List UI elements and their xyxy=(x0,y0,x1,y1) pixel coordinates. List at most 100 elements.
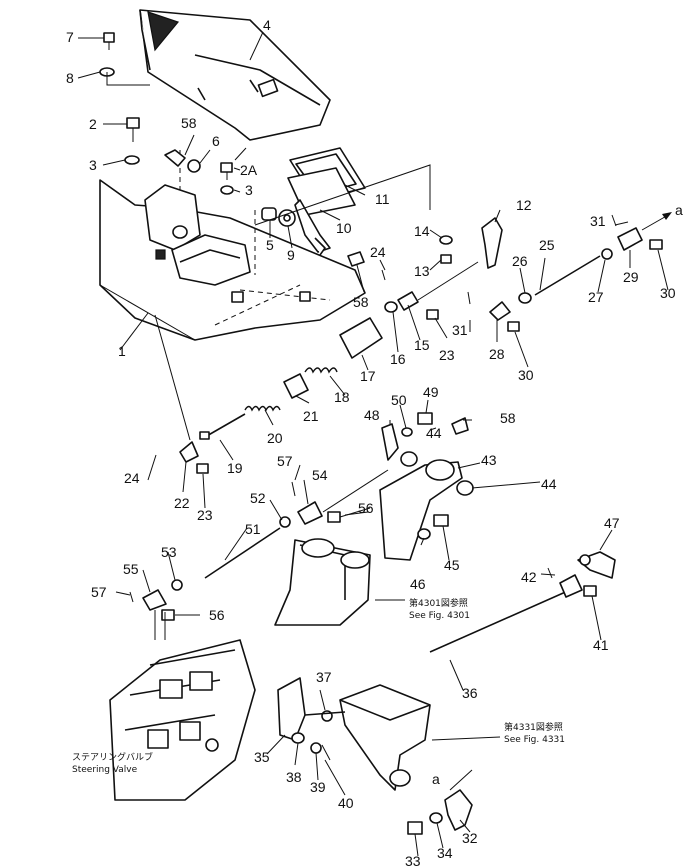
pin-30 xyxy=(507,321,520,332)
callout-13: 13 xyxy=(414,263,430,279)
lever-35 xyxy=(277,677,306,741)
washer-3 xyxy=(124,155,140,165)
spring-rod-assembly xyxy=(179,317,383,474)
bracket-plate xyxy=(99,150,366,341)
callout-49: 49 xyxy=(423,384,439,400)
pedal-assembly xyxy=(278,147,366,256)
note-fig4301-en: See Fig. 4301 xyxy=(409,611,470,621)
note-fig4301-jp: 第4301図参照 xyxy=(409,597,468,609)
bolt-49 xyxy=(417,412,433,425)
callout-6: 6 xyxy=(212,133,220,149)
callout-29: 29 xyxy=(623,269,639,285)
callout-labels: 1 2 2A 3 3 4 5 6 7 8 9 10 11 12 13 14 15… xyxy=(66,17,683,867)
callout-2: 2 xyxy=(89,116,97,132)
lever-12 xyxy=(481,217,503,269)
callout-26: 26 xyxy=(512,253,528,269)
callout-15: 15 xyxy=(414,337,430,353)
callout-10: 10 xyxy=(336,220,352,236)
callout-30-right: 30 xyxy=(660,285,676,301)
yoke-15 xyxy=(397,291,419,311)
bushing-44 xyxy=(400,451,418,467)
bolt-33 xyxy=(407,821,423,835)
rod-link xyxy=(417,261,479,301)
note-steering-en: Steering Valve xyxy=(72,765,138,775)
cotter-40 xyxy=(321,744,331,761)
washer-3b xyxy=(220,185,234,195)
pin-lever xyxy=(304,711,346,716)
reference-bracket-4301 xyxy=(274,538,371,626)
arrow-a-lower-line xyxy=(449,769,473,791)
pin-56b xyxy=(161,609,175,621)
callout-24-upper: 24 xyxy=(370,244,386,260)
fitting-58 xyxy=(164,149,186,167)
callout-8: 8 xyxy=(66,70,74,86)
callout-25: 25 xyxy=(539,237,555,253)
note-fig4331-en: See Fig. 4331 xyxy=(504,735,565,745)
callout-45: 45 xyxy=(444,557,460,573)
callout-19: 19 xyxy=(227,460,243,476)
callout-52: 52 xyxy=(250,490,266,506)
nut-6 xyxy=(187,159,201,173)
callout-31-right: 31 xyxy=(590,213,606,229)
callout-21: 21 xyxy=(303,408,319,424)
nut-53 xyxy=(171,579,183,591)
steering-valve xyxy=(109,639,256,801)
callout-41: 41 xyxy=(593,637,609,653)
callout-57-lower: 57 xyxy=(91,584,107,600)
callout-3-right: 3 xyxy=(245,182,253,198)
cotter-42 xyxy=(547,567,553,579)
yoke-55 xyxy=(142,589,167,611)
callout-a-upper: a xyxy=(675,202,683,218)
note-fig4331-jp: 第4331図参照 xyxy=(504,721,563,733)
washer-14 xyxy=(439,235,453,245)
nut-26 xyxy=(518,292,532,304)
lead-8 xyxy=(106,72,150,86)
callout-22: 22 xyxy=(174,495,190,511)
bolt-13 xyxy=(440,254,452,264)
rod-25 xyxy=(534,255,601,296)
cover-part xyxy=(139,9,331,141)
bolt-2a xyxy=(220,162,233,180)
bolt-2 xyxy=(126,117,140,142)
callout-23-upper: 23 xyxy=(439,347,455,363)
reference-notes: 第4301図参照 See Fig. 4301 第4331図参照 See Fig.… xyxy=(72,597,565,775)
cotter-57 xyxy=(291,481,296,497)
callout-58-right: 58 xyxy=(500,410,516,426)
link-to-valve xyxy=(154,610,166,640)
callout-leaders xyxy=(77,31,669,857)
pin-41 xyxy=(583,585,597,597)
pin-23 xyxy=(426,309,439,320)
callout-17: 17 xyxy=(360,368,376,384)
bushing-44b xyxy=(456,480,474,496)
callout-16: 16 xyxy=(390,351,406,367)
callout-42: 42 xyxy=(521,569,537,585)
fitting-58c xyxy=(451,417,469,435)
callout-40: 40 xyxy=(338,795,354,811)
yoke-42 xyxy=(559,574,583,598)
callout-47: 47 xyxy=(604,515,620,531)
bushing-38 xyxy=(291,732,305,744)
callout-31-mid: 31 xyxy=(452,322,468,338)
callout-53: 53 xyxy=(161,544,177,560)
washer-50 xyxy=(401,427,413,437)
cotter-57b xyxy=(129,591,134,603)
callout-35: 35 xyxy=(254,749,270,765)
lead-4331 xyxy=(431,736,501,741)
pin-56 xyxy=(327,511,341,523)
callout-30-mid: 30 xyxy=(518,367,534,383)
callout-7: 7 xyxy=(66,29,74,45)
rod-link-mid xyxy=(322,469,389,513)
yoke-28 xyxy=(489,301,511,321)
cotter-24 xyxy=(381,269,386,281)
bolt-45 xyxy=(433,514,449,527)
callout-4: 4 xyxy=(263,17,271,33)
callout-33: 33 xyxy=(405,853,421,867)
callout-14: 14 xyxy=(414,223,430,239)
washer-46 xyxy=(417,528,431,540)
callout-51: 51 xyxy=(245,521,261,537)
callout-11: 11 xyxy=(375,191,390,207)
callout-39: 39 xyxy=(310,779,326,795)
pin-30b xyxy=(649,239,663,250)
callout-23-lower: 23 xyxy=(197,507,213,523)
